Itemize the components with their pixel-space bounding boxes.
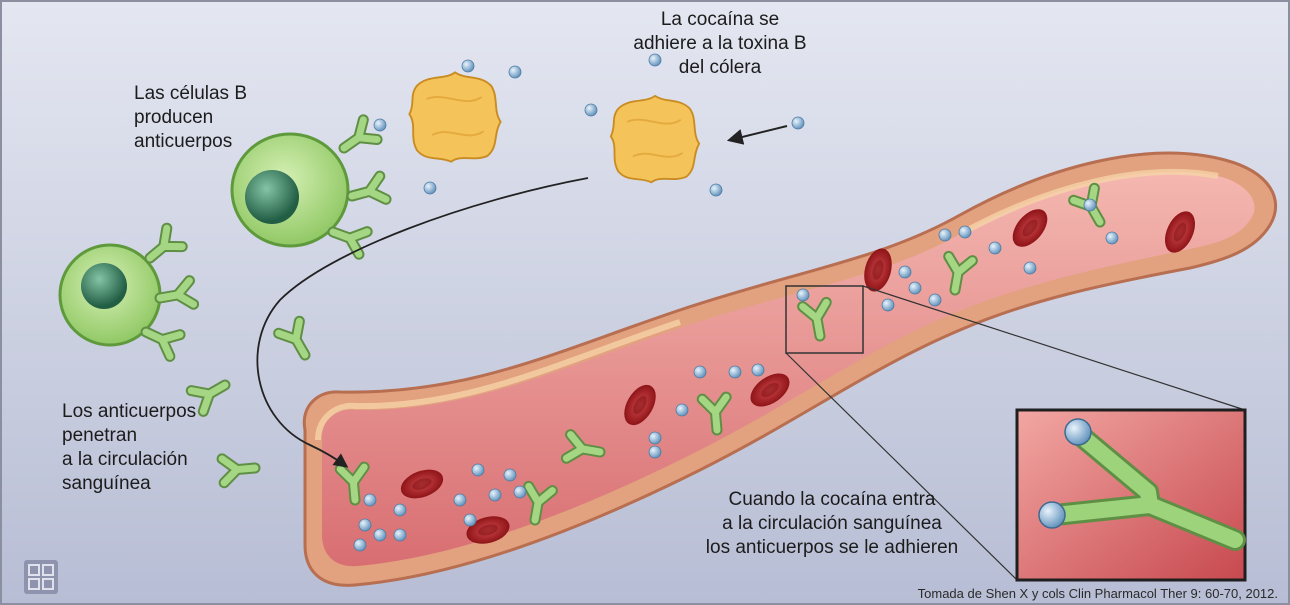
label-antibodies-enter: Los anticuerpos penetran a la circulació…	[62, 400, 196, 496]
label-line: los anticuerpos se le adhieren	[706, 536, 958, 560]
label-line: Las células B	[134, 82, 247, 106]
label-b-cells: Las células B producen anticuerpos	[134, 82, 247, 154]
antibody-cocaine-inset	[1017, 410, 1245, 580]
label-line: a la circulación	[62, 448, 196, 472]
label-line: a la circulación sanguínea	[706, 512, 958, 536]
label-line: del cólera	[633, 56, 806, 80]
label-line: penetran	[62, 424, 196, 448]
label-cocaine-toxin: La cocaína se adhiere a la toxina B del …	[633, 8, 806, 80]
label-line: anticuerpos	[134, 130, 247, 154]
label-line: sanguínea	[62, 472, 196, 496]
label-line: producen	[134, 106, 247, 130]
label-line: Cuando la cocaína entra	[706, 488, 958, 512]
label-cocaine-enters: Cuando la cocaína entra a la circulación…	[706, 488, 958, 560]
source-credit: Tomada de Shen X y cols Clin Pharmacol T…	[918, 586, 1278, 602]
logo-mark	[24, 560, 58, 594]
label-line: Los anticuerpos	[62, 400, 196, 424]
label-line: La cocaína se	[633, 8, 806, 32]
label-line: adhiere a la toxina B	[633, 32, 806, 56]
